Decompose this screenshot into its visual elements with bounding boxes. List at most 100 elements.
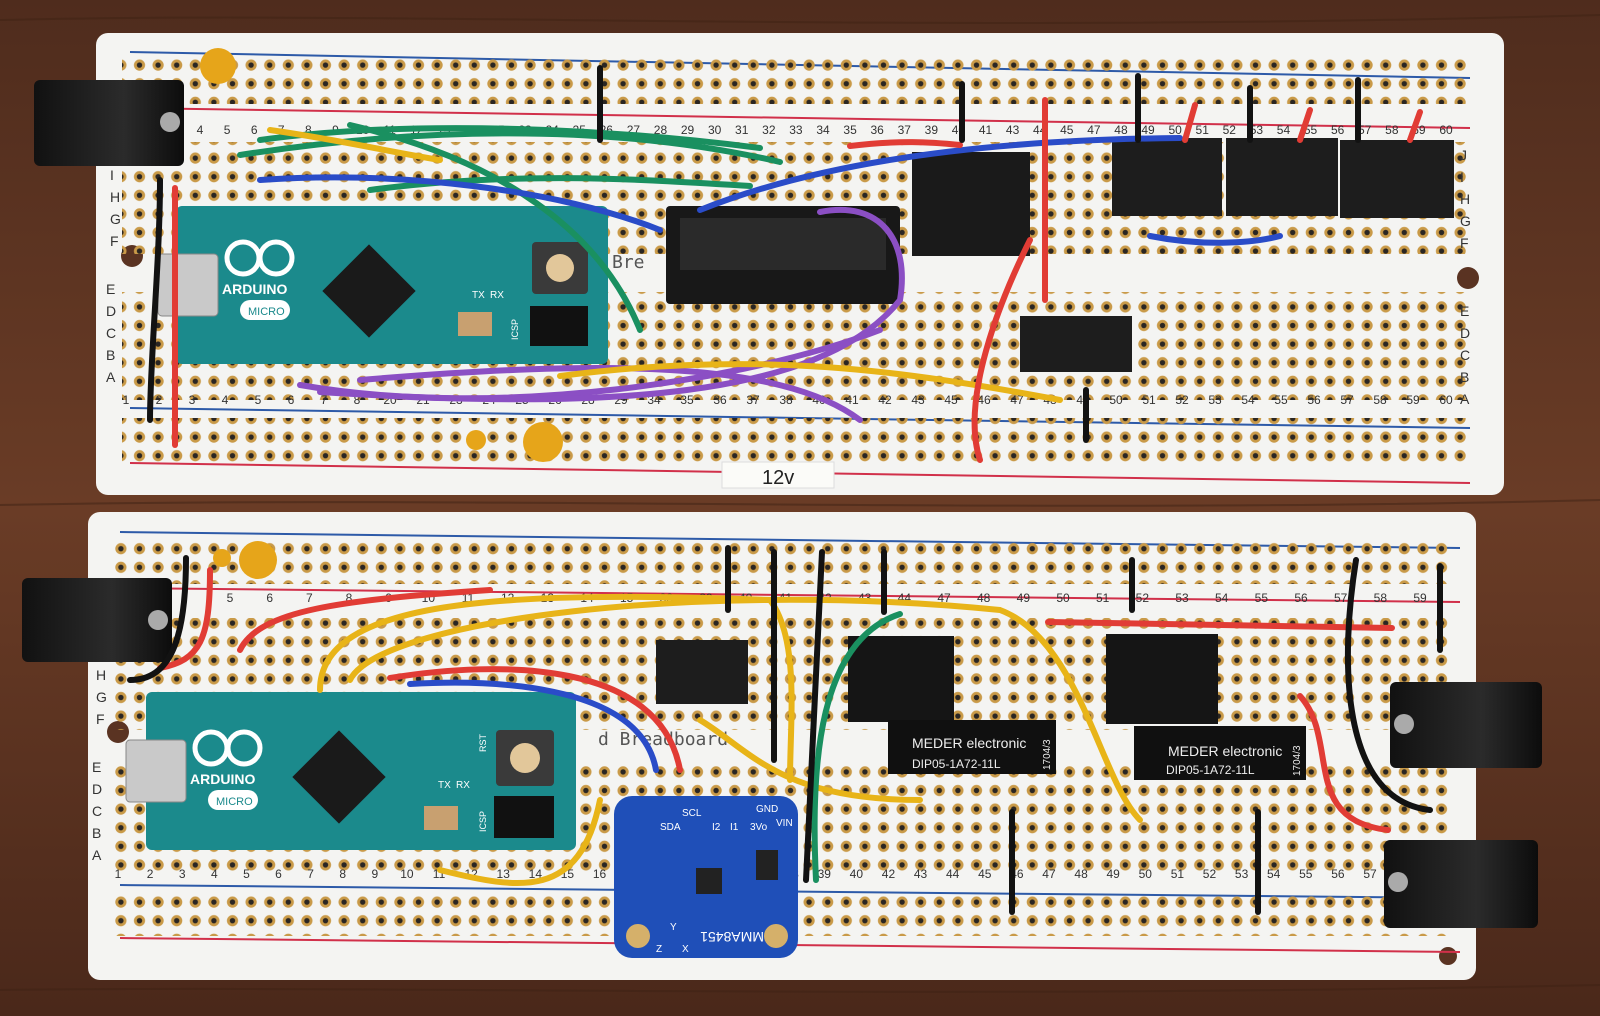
- row-letter: E: [1460, 303, 1469, 319]
- bottom-accelerometer-breakout: SDA SCL I2 I1 3Vo GND VIN MMA8451 Z X Y: [614, 796, 798, 958]
- accelerometer-pin-scl: SCL: [682, 808, 702, 819]
- bottom-arduino-brand: ARDUINO: [190, 771, 255, 787]
- column-number: 8: [305, 123, 312, 137]
- column-number: 6: [251, 123, 258, 137]
- top-capacitor-1: [200, 48, 236, 84]
- bottom-arduino-chip: [292, 730, 386, 824]
- column-number: 54: [1267, 867, 1281, 881]
- column-number: 16: [593, 867, 607, 881]
- column-number: 45: [1060, 123, 1074, 137]
- bottom-arduino-usb: [125, 739, 187, 803]
- top-rj-socket: [912, 152, 1030, 256]
- column-number: 47: [1087, 123, 1101, 137]
- column-number: 50: [1139, 867, 1153, 881]
- accelerometer-pin-i1: I1: [730, 822, 739, 833]
- top-wire-green-2: [257, 125, 763, 151]
- bottom-wires: [127, 545, 1443, 915]
- top-arduino-usb: [157, 253, 219, 317]
- column-number: 37: [746, 393, 760, 407]
- bottom-arduino-rx: RX: [456, 780, 470, 791]
- bottom-connector-1: [656, 640, 748, 704]
- top-holes-power-top: [122, 56, 1472, 104]
- bottom-wire-black-10: [127, 555, 189, 683]
- column-number: 53: [1250, 123, 1264, 137]
- column-number: 55: [1299, 867, 1313, 881]
- bottom-relay-2-part: DIP05-1A72-11L: [1166, 763, 1255, 777]
- column-number: 53: [1235, 867, 1249, 881]
- top-connector-2: [1226, 138, 1338, 216]
- bottom-dc-jack-left-pin: [148, 610, 168, 630]
- bottom-dc-jack-left: [22, 578, 172, 662]
- top-wires: [147, 65, 1423, 463]
- top-wire-blue-3: [1147, 233, 1283, 246]
- column-number: 50: [1109, 393, 1123, 407]
- top-arduino-icsp-label: ICSP: [510, 319, 520, 340]
- row-letter: F: [96, 711, 105, 727]
- column-number: 8: [354, 393, 361, 407]
- column-number: 60: [1439, 393, 1453, 407]
- row-letter: I: [1460, 169, 1464, 185]
- column-number: 57: [1358, 123, 1372, 137]
- bottom-arduino-micro: ARDUINO MICRO TX RX RST ICSP: [125, 692, 576, 850]
- column-number: 2: [156, 393, 163, 407]
- column-number: 56: [1331, 123, 1345, 137]
- row-letter: E: [106, 281, 115, 297]
- column-number: 33: [789, 123, 803, 137]
- column-number: 29: [681, 123, 695, 137]
- column-number: 48: [1114, 123, 1128, 137]
- top-mount-hole-right: [1457, 267, 1479, 289]
- column-number: 48: [977, 591, 991, 605]
- column-number: 13: [497, 867, 511, 881]
- column-number: 2: [147, 867, 154, 881]
- top-12v-label: 12v: [762, 467, 794, 489]
- row-letter: D: [92, 781, 102, 797]
- column-number: 32: [762, 123, 776, 137]
- column-number: 39: [818, 867, 832, 881]
- column-number: 7: [321, 393, 328, 407]
- top-arduino-rx: RX: [490, 290, 504, 301]
- accelerometer-name: MMA8451: [700, 929, 764, 945]
- column-number: 7: [306, 591, 313, 605]
- column-number: 52: [1136, 591, 1150, 605]
- column-number: 50: [1056, 591, 1070, 605]
- column-number: 47: [1010, 393, 1024, 407]
- top-arduino-txrx: TX: [472, 290, 485, 301]
- column-number: 42: [878, 393, 892, 407]
- top-arduino-icsp-header: [530, 306, 588, 346]
- accelerometer-axis-z: Z: [656, 944, 662, 955]
- column-number: 9: [371, 867, 378, 881]
- column-number: 14: [529, 867, 543, 881]
- bottom-relay-1: MEDER electronic DIP05-1A72-11L 1704/3: [848, 636, 1056, 774]
- top-wire-yellow-1: [267, 127, 443, 163]
- top-12v-label-tape: [721, 461, 835, 489]
- row-letter: H: [96, 667, 106, 683]
- column-number: 43: [911, 393, 925, 407]
- bottom-arduino-model: MICRO: [216, 796, 253, 808]
- column-number: 4: [211, 867, 218, 881]
- top-arduino-logo-right: [257, 239, 295, 277]
- column-number: 49: [1017, 591, 1031, 605]
- bottom-arduino-rst: RST: [478, 733, 488, 752]
- column-number: 5: [255, 393, 262, 407]
- column-number: 54: [1241, 393, 1255, 407]
- row-letter: I: [110, 167, 114, 183]
- column-number: 58: [1385, 123, 1399, 137]
- column-number: 56: [1307, 393, 1321, 407]
- bottom-arduino-model-badge: [208, 790, 258, 810]
- top-arduino-model-badge: [240, 300, 290, 320]
- row-letter: G: [1460, 213, 1471, 229]
- top-wire-red-7: [1407, 109, 1423, 143]
- column-number: 51: [1142, 393, 1156, 407]
- accelerometer-axis-x: X: [682, 944, 689, 955]
- column-number: 45: [978, 867, 992, 881]
- column-number: 10: [400, 867, 414, 881]
- column-number: 46: [977, 393, 991, 407]
- row-letter: B: [92, 825, 101, 841]
- accelerometer-pin-vin: VIN: [776, 818, 793, 829]
- accelerometer-axis-y: Y: [670, 922, 677, 933]
- column-number: 37: [898, 123, 912, 137]
- bottom-dc-jack-right-1: [1390, 682, 1542, 768]
